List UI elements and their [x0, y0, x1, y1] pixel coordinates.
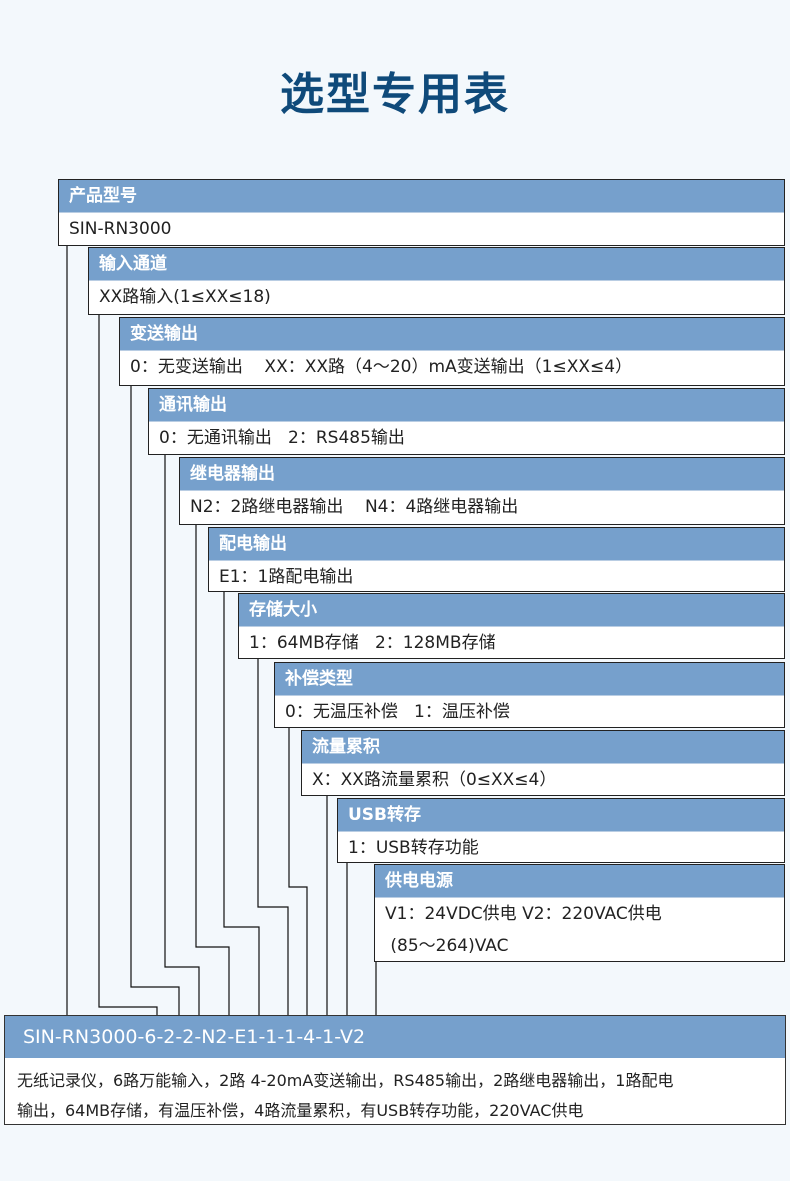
option-header: 补偿类型 [275, 663, 784, 696]
option-header: 供电电源 [375, 865, 784, 898]
option-box-product-model: 产品型号 SIN-RN3000 [58, 179, 785, 246]
option-header: 继电器输出 [180, 458, 784, 491]
option-body: SIN-RN3000 [69, 219, 172, 239]
option-body: X：XX路流量累积（0≤XX≤4） [312, 770, 557, 790]
example-description: 无纸记录仪，6路万能输入，2路 4-20mA变送输出，RS485输出，2路继电器… [5, 1058, 785, 1126]
option-header: USB转存 [338, 799, 784, 832]
option-body: V1：24VDC供电 V2：220VAC供电 [385, 904, 662, 924]
option-body: 0：无通讯输出 2：RS485输出 [159, 428, 405, 448]
option-header: 通讯输出 [149, 389, 784, 422]
option-header: 流量累积 [302, 731, 784, 764]
option-header: 变送输出 [120, 318, 784, 351]
description-line-2: 输出，64MB存储，有温压补偿，4路流量累积，有USB转存功能，220VAC供电 [17, 1101, 584, 1120]
option-box-compensation-type: 补偿类型 0：无温压补偿 1：温压补偿 [274, 662, 785, 728]
option-body-line2: (85～264)VAC [385, 936, 509, 956]
option-box-storage-size: 存储大小 1：64MB存储 2：128MB存储 [238, 593, 785, 659]
option-box-power-distribution: 配电输出 E1：1路配电输出 [208, 527, 785, 592]
option-body: 0：无变送输出 XX：XX路（4～20）mA变送输出（1≤XX≤4） [130, 357, 633, 377]
option-box-comm-output: 通讯输出 0：无通讯输出 2：RS485输出 [148, 388, 785, 455]
example-result-box: SIN-RN3000-6-2-2-N2-E1-1-1-4-1-V2 无纸记录仪，… [4, 1015, 786, 1125]
option-body: XX路输入(1≤XX≤18) [99, 287, 271, 307]
description-line-1: 无纸记录仪，6路万能输入，2路 4-20mA变送输出，RS485输出，2路继电器… [17, 1071, 674, 1090]
option-header: 输入通道 [89, 248, 784, 281]
option-body: 1：64MB存储 2：128MB存储 [249, 633, 496, 653]
option-body: 0：无温压补偿 1：温压补偿 [285, 702, 510, 722]
page-title: 选型专用表 [280, 69, 510, 120]
option-box-usb-dump: USB转存 1：USB转存功能 [337, 798, 785, 863]
option-box-power-supply: 供电电源 V1：24VDC供电 V2：220VAC供电 (85～264)VAC [374, 864, 785, 962]
option-box-flow-accumulation: 流量累积 X：XX路流量累积（0≤XX≤4） [301, 730, 785, 796]
option-header: 配电输出 [209, 528, 784, 561]
option-box-input-channel: 输入通道 XX路输入(1≤XX≤18) [88, 247, 785, 315]
option-header: 产品型号 [59, 180, 784, 213]
option-header: 存储大小 [239, 594, 784, 627]
option-body: N2：2路继电器输出 N4：4路继电器输出 [190, 497, 519, 517]
example-model-code: SIN-RN3000-6-2-2-N2-E1-1-1-4-1-V2 [5, 1016, 785, 1058]
option-body: 1：USB转存功能 [348, 838, 479, 858]
option-body: E1：1路配电输出 [219, 567, 354, 587]
option-box-relay-output: 继电器输出 N2：2路继电器输出 N4：4路继电器输出 [179, 457, 785, 525]
option-box-transmit-output: 变送输出 0：无变送输出 XX：XX路（4～20）mA变送输出（1≤XX≤4） [119, 317, 785, 386]
